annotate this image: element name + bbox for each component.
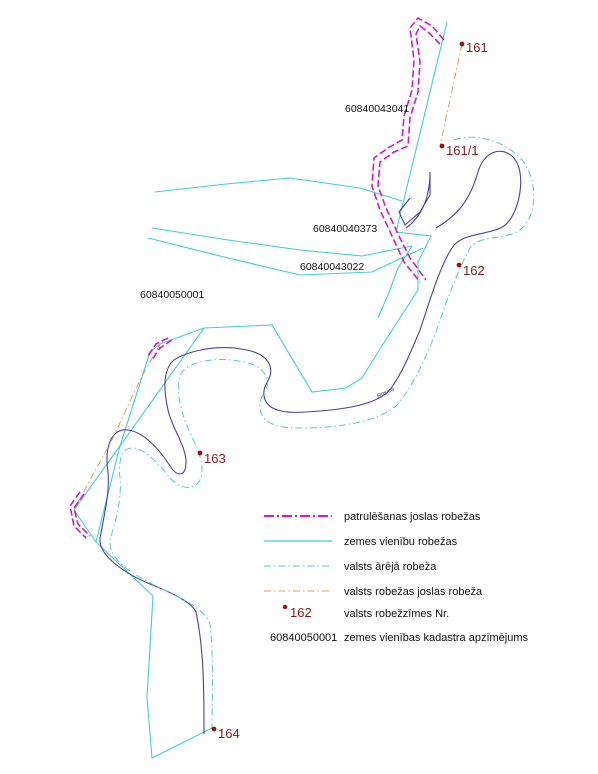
patrol-border-west-4 (73, 493, 91, 537)
patrol-border-north-inner (377, 24, 441, 281)
land-unit-border-strip-1 (154, 177, 403, 202)
land-unit-border-main (95, 21, 448, 759)
legend-item-outer-border: valsts ārējā robeža (264, 561, 437, 573)
legend-text-border-zone: valsts robežas joslas robeža (344, 586, 483, 598)
legend-text-outer-border: valsts ārējā robeža (344, 561, 437, 573)
legend-item-parcel: 60840050001 zemes vienības kadastra apzī… (270, 632, 529, 644)
state-border-zone-lines (73, 43, 463, 511)
marker-dot-162 (456, 262, 462, 268)
marker-dot-161-1 (439, 143, 445, 149)
parcel-label-2: 60840040373 (313, 223, 377, 235)
legend-text-parcel: zemes vienības kadastra apzīmējums (344, 632, 529, 644)
land-unit-border-strip-2 (151, 227, 413, 257)
state-border-zone-west (73, 343, 161, 511)
patrol-border-west-3 (69, 491, 87, 539)
marker-dot-163 (197, 450, 203, 456)
marker-label-162: 162 (463, 263, 485, 278)
patrol-border-west-1 (147, 337, 169, 357)
legend-parcel-sample: 60840050001 (270, 632, 337, 644)
legend-marker-sample: 162 (290, 605, 312, 620)
legend: patrulēšanas joslas robežas zemes vienīb… (264, 511, 529, 644)
legend-text-marker: valsts robežzīmes Nr. (344, 608, 449, 620)
marker-dot-161 (459, 41, 465, 47)
legend-marker-dot (282, 604, 288, 610)
border-markers: 161 161/1 162 163 164 (197, 40, 488, 741)
legend-item-border-zone: valsts robežas joslas robeža (264, 586, 483, 598)
patrol-border-north-outer (371, 16, 445, 283)
parcel-label-1: 60840043041 (345, 103, 409, 115)
marker-label-164: 164 (218, 726, 240, 741)
parcel-label-3: 60840043022 (300, 261, 364, 273)
land-unit-border-strip-4 (377, 245, 413, 319)
state-outer-border (109, 136, 535, 729)
marker-label-161-1: 161/1 (446, 143, 479, 158)
marker-dot-164 (211, 726, 217, 732)
marker-label-163: 163 (204, 451, 226, 466)
legend-text-patrol: patrulēšanas joslas robežas (344, 511, 481, 523)
land-unit-border-lower-west (73, 509, 97, 543)
legend-text-land-units: zemes vienību robežas (344, 536, 458, 548)
legend-item-patrol: patrulēšanas joslas robežas (264, 511, 481, 523)
parcel-label-4: 60840050001 (140, 289, 204, 301)
river-line (99, 150, 522, 735)
legend-item-marker: 162 valsts robežzīmes Nr. (282, 604, 449, 620)
state-border-zone-north (439, 43, 463, 147)
land-unit-border-strip-3 (147, 237, 424, 276)
patrol-border-west-2 (151, 339, 173, 361)
marker-label-161: 161 (466, 40, 488, 55)
patrol-zone-borders (69, 16, 445, 539)
river-label: Rosica (376, 386, 396, 399)
legend-item-land-units: zemes vienību robežas (264, 536, 458, 548)
